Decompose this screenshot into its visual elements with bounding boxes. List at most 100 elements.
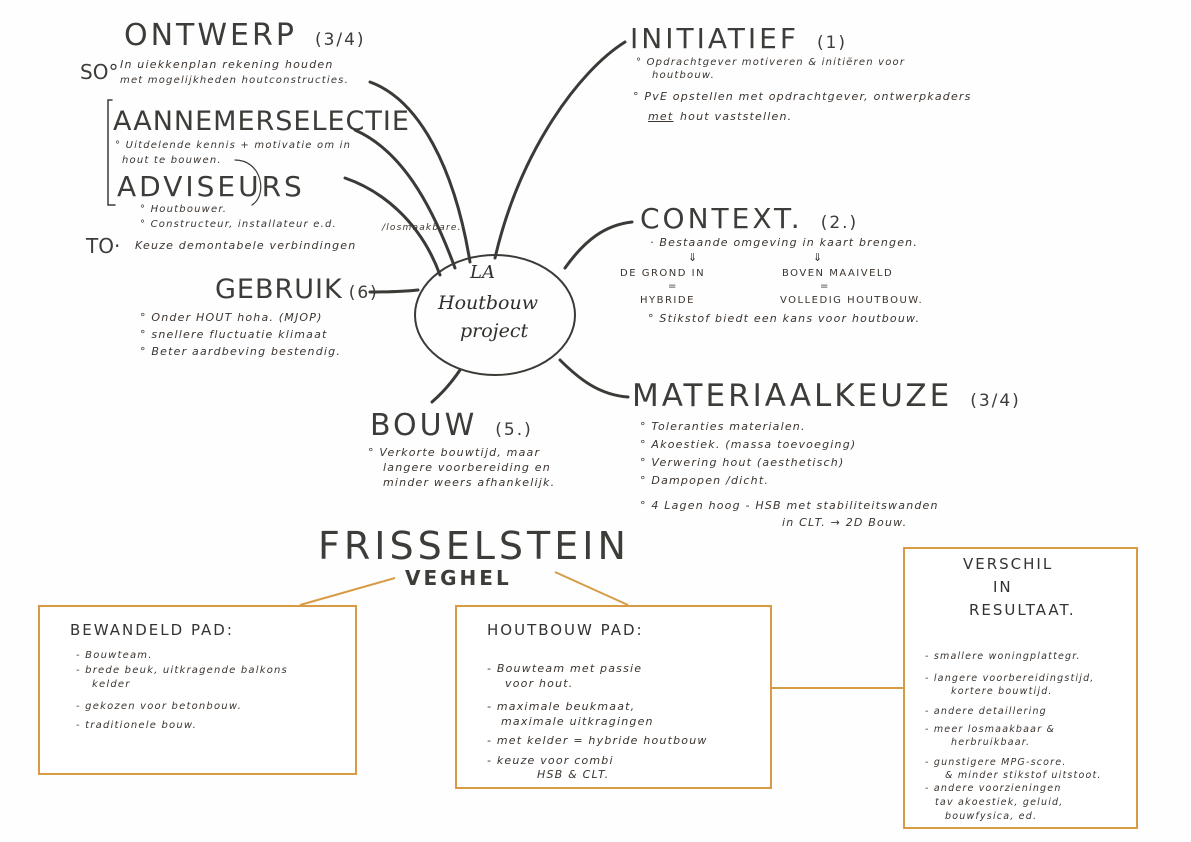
- verschil-line: kortere bouwtijd.: [951, 686, 1053, 697]
- gebruik-item: ° Beter aardbeving bestendig.: [140, 345, 342, 358]
- houtbouwpad-line: voor hout.: [505, 677, 574, 690]
- bouw-line: ° Verkorte bouwtijd, maar: [368, 446, 541, 459]
- verschil-line: - gunstigere MPG-score.: [925, 757, 1067, 768]
- verschil-line: - langere voorbereidingstijd,: [925, 673, 1095, 684]
- materiaal-title: MATERIAALKEUZE: [632, 378, 953, 414]
- context-right-top: BOVEN MAAIVELD: [782, 268, 894, 279]
- context-left-top: DE GROND IN: [620, 268, 706, 279]
- verschil-line: - smallere woningplattegr.: [925, 651, 1081, 662]
- context-right-eq: =: [820, 281, 830, 292]
- adviseur-item: ° Houtbouwer.: [140, 204, 228, 215]
- adviseur-item: ° Constructeur, installateur e.d.: [140, 219, 337, 230]
- link-houtbouwpad: [554, 571, 629, 606]
- link-materiaal: [558, 358, 630, 399]
- materiaal-item-cont: in CLT. → 2D Bouw.: [782, 516, 908, 529]
- bewandeld-line: - brede beuk, uitkragende balkons: [76, 665, 288, 676]
- initiatief-underlined-met: met: [648, 110, 674, 123]
- center-houtbouw: Houtbouw: [438, 292, 538, 314]
- advisor-arrow: [234, 159, 262, 206]
- link-gebruik: [368, 288, 420, 294]
- ontwerp-number: (3/4): [314, 30, 366, 50]
- houtbouwpad-line: - Bouwteam met passie: [487, 662, 643, 675]
- gebruik-item: ° Onder HOUT hoha. (MJOP): [140, 311, 323, 324]
- materiaal-item: ° 4 Lagen hoog - HSB met stabiliteitswan…: [640, 499, 939, 512]
- houtbouwpad-line: - keuze voor combi: [487, 754, 614, 767]
- materiaal-item: ° Dampopen /dicht.: [640, 474, 770, 487]
- link-adviseurs: [343, 176, 442, 277]
- link-context: [563, 220, 634, 270]
- to-annotation: /losmaakbare.: [382, 223, 462, 233]
- link-ontwerp: [368, 80, 472, 264]
- materiaal-number: (3/4): [970, 391, 1021, 411]
- context-title: CONTEXT.: [640, 202, 803, 235]
- initiatief-line: hout vaststellen.: [680, 110, 793, 123]
- houtbouw-pad-box: HOUTBOUW PAD: - Bouwteam met passie voor…: [455, 605, 772, 789]
- link-aannemer: [353, 128, 457, 270]
- verschil-title-3: RESULTAAT.: [969, 601, 1076, 619]
- ontwerp-title: ONTWERP: [124, 18, 297, 53]
- materiaal-item: ° Akoestiek. (massa toevoeging): [640, 438, 857, 451]
- verschil-line: & minder stikstof uitstoot.: [945, 770, 1102, 781]
- to-line: Keuze demontabele verbindingen: [135, 239, 357, 252]
- verschil-line: bouwfysica, ed.: [945, 811, 1038, 822]
- arrow-down-icon: ⇓: [688, 251, 698, 264]
- context-line-2: ° Stikstof biedt een kans voor houtbouw.: [648, 312, 921, 325]
- link-bouw: [430, 368, 462, 404]
- gebruik-title: GEBRUIK: [215, 274, 343, 305]
- houtbouwpad-line: HSB & CLT.: [537, 768, 610, 781]
- houtbouwpad-line: - maximale beukmaat,: [487, 700, 636, 713]
- initiatief-title: INITIATIEF: [630, 22, 799, 55]
- gebruik-number: (6): [348, 283, 379, 303]
- houtbouwpad-title: HOUTBOUW PAD:: [487, 621, 644, 639]
- to-label: TO·: [86, 234, 121, 258]
- link-initiatief: [493, 40, 627, 260]
- initiatief-number: (1): [816, 33, 848, 53]
- verschil-line: - andere voorzieningen: [925, 783, 1062, 794]
- bracket: [107, 99, 116, 206]
- context-left-eq: =: [668, 281, 678, 292]
- verschil-box: VERSCHIL IN RESULTAAT. - smallere woning…: [903, 547, 1138, 829]
- materiaal-heading: MATERIAALKEUZE (3/4): [632, 378, 1021, 414]
- bewandeld-title: BEWANDELD PAD:: [70, 621, 234, 639]
- bewandeld-line: - traditionele bouw.: [76, 720, 198, 731]
- initiatief-heading: INITIATIEF (1): [630, 22, 847, 55]
- initiatief-line: houtbouw.: [652, 70, 716, 81]
- adviseurs-title: ADVISEURS: [117, 170, 305, 203]
- bouw-line: minder weers afhankelijk.: [383, 476, 556, 489]
- bouw-title: BOUW: [370, 408, 478, 443]
- verschil-line: - andere detaillering: [925, 706, 1047, 717]
- arrow-down-icon: ⇓: [813, 251, 823, 264]
- context-heading: CONTEXT. (2.): [640, 202, 858, 235]
- bewandeld-line: - Bouwteam.: [76, 650, 153, 661]
- bewandeld-line: - gekozen voor betonbouw.: [76, 701, 242, 712]
- so-line-1: In uiekkenplan rekening houden: [120, 58, 334, 71]
- verschil-line: tav akoestiek, geluid,: [935, 797, 1064, 808]
- gebruik-item: ° snellere fluctuatie klimaat: [140, 328, 328, 341]
- bouw-heading: BOUW (5.): [370, 408, 533, 443]
- context-left-bottom: HYBRIDE: [640, 295, 695, 306]
- verschil-line: herbruikbaar.: [951, 737, 1031, 748]
- aannemer-title: AANNEMERSELECTIE: [113, 106, 410, 137]
- materiaal-item: ° Toleranties materialen.: [640, 420, 806, 433]
- context-line-1: · Bestaande omgeving in kaart brengen.: [650, 236, 919, 249]
- aannemer-line-2: hout te bouwen.: [122, 155, 222, 166]
- link-bewandeld: [299, 577, 396, 606]
- project-name: FRISSELSTEIN: [318, 524, 630, 568]
- bewandeld-pad-box: BEWANDELD PAD: - Bouwteam. - brede beuk,…: [38, 605, 357, 775]
- center-ellipse: [414, 254, 576, 376]
- initiatief-line: ° PvE opstellen met opdrachtgever, ontwe…: [633, 90, 972, 103]
- houtbouwpad-line: - met kelder = hybride houtbouw: [487, 734, 708, 747]
- center-project: project: [460, 320, 529, 342]
- aannemer-line-1: ° Uitdelende kennis + motivatie om in: [115, 140, 352, 151]
- gebruik-heading: GEBRUIK(6): [215, 274, 379, 305]
- bouw-number: (5.): [495, 420, 533, 440]
- so-line-2: met mogelijkheden houtconstructies.: [120, 75, 349, 86]
- verschil-title-1: VERSCHIL: [963, 555, 1054, 573]
- context-number: (2.): [820, 213, 859, 233]
- verschil-line: - meer losmaakbaar &: [925, 724, 1056, 735]
- bewandeld-line: kelder: [92, 679, 131, 690]
- initiatief-line: ° Opdrachtgever motiveren & initiëren vo…: [636, 57, 906, 68]
- center-la: LA: [470, 262, 495, 283]
